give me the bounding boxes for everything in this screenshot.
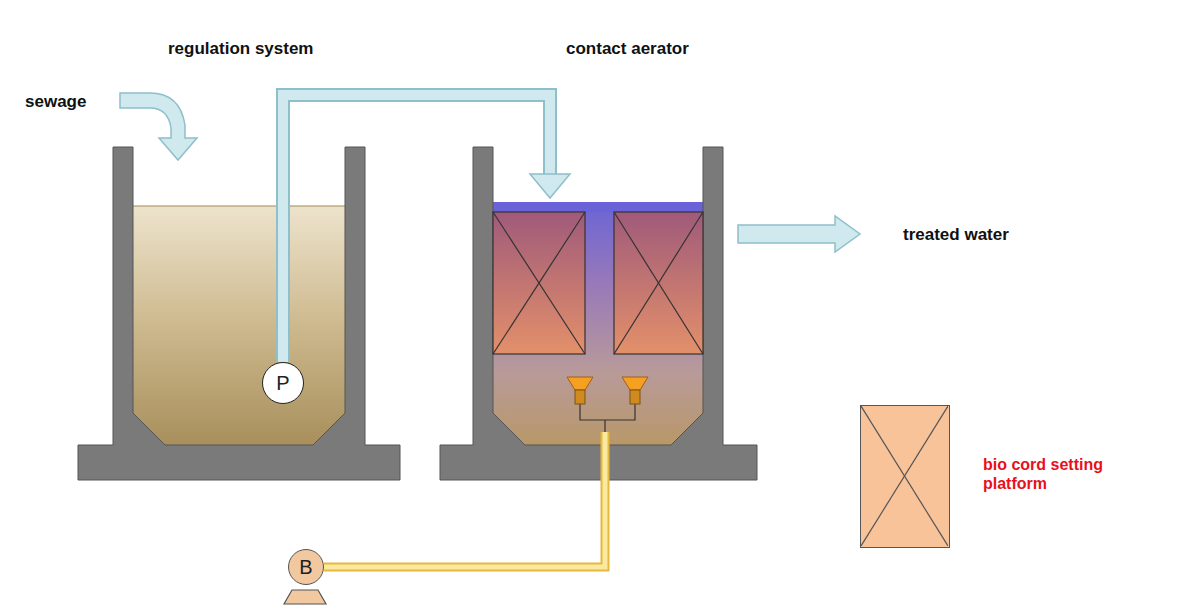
swatch-cross	[861, 406, 948, 546]
blower-symbol: B	[288, 549, 324, 585]
air-pipe	[324, 432, 605, 567]
symbol-letter: B	[299, 556, 312, 579]
regulation-tank: regulation systemP	[113, 147, 365, 445]
pump-pipe	[283, 95, 570, 362]
inflow-label: sewage	[25, 92, 86, 112]
symbol-letter: P	[276, 372, 289, 395]
inflow-arrow	[120, 93, 197, 160]
aerated-water	[493, 202, 703, 445]
tank-wall	[78, 147, 400, 480]
sewage-liquid	[133, 206, 345, 445]
contact-aerator-tank: contact aerator	[473, 147, 723, 445]
tank-heading: regulation system	[168, 39, 314, 59]
tank-wall	[440, 147, 757, 480]
pump-symbol: P	[262, 362, 304, 404]
bio-cord-media	[493, 212, 703, 354]
air-diffuser	[567, 377, 648, 432]
legend-swatch	[860, 405, 950, 548]
liquid-surface	[133, 206, 345, 207]
outflow-label: treated water	[903, 225, 1009, 245]
legend-label: bio cord setting platform	[983, 455, 1153, 493]
blower-stand	[284, 590, 326, 604]
outflow-arrow	[738, 216, 860, 252]
tank-heading: contact aerator	[566, 39, 689, 59]
water-surface	[493, 202, 703, 212]
